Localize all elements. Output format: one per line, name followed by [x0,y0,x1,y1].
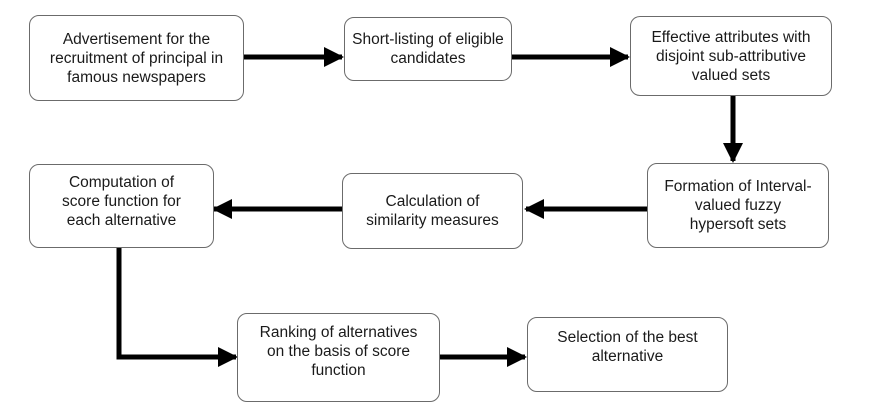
node-shortlisting-label: Short-listing of eligible candidates [352,31,504,67]
node-advertisement: Advertisement for the recruitment of pri… [29,15,244,101]
node-score-label: Computation of score function for each a… [62,174,181,229]
arrow-score-to-ranking [116,248,238,367]
node-selection: Selection of the best alternative [527,317,728,392]
node-ranking: Ranking of alternatives on the basis of … [237,313,440,402]
node-formation-label: Formation of Interval-valued fuzzy hyper… [664,178,812,233]
node-formation: Formation of Interval-valued fuzzy hyper… [647,163,829,248]
node-similarity: Calculation of similarity measures [342,173,523,249]
node-score: Computation of score function for each a… [29,164,214,248]
node-ranking-label: Ranking of alternatives on the basis of … [259,324,418,379]
node-attributes-label: Effective attributes with disjoint sub-a… [651,28,811,84]
node-similarity-label: Calculation of similarity measures [366,193,499,229]
node-advertisement-label: Advertisement for the recruitment of pri… [49,30,224,86]
node-attributes: Effective attributes with disjoint sub-a… [630,16,832,96]
node-shortlisting: Short-listing of eligible candidates [344,17,512,81]
node-selection-label: Selection of the best alternative [557,329,698,365]
